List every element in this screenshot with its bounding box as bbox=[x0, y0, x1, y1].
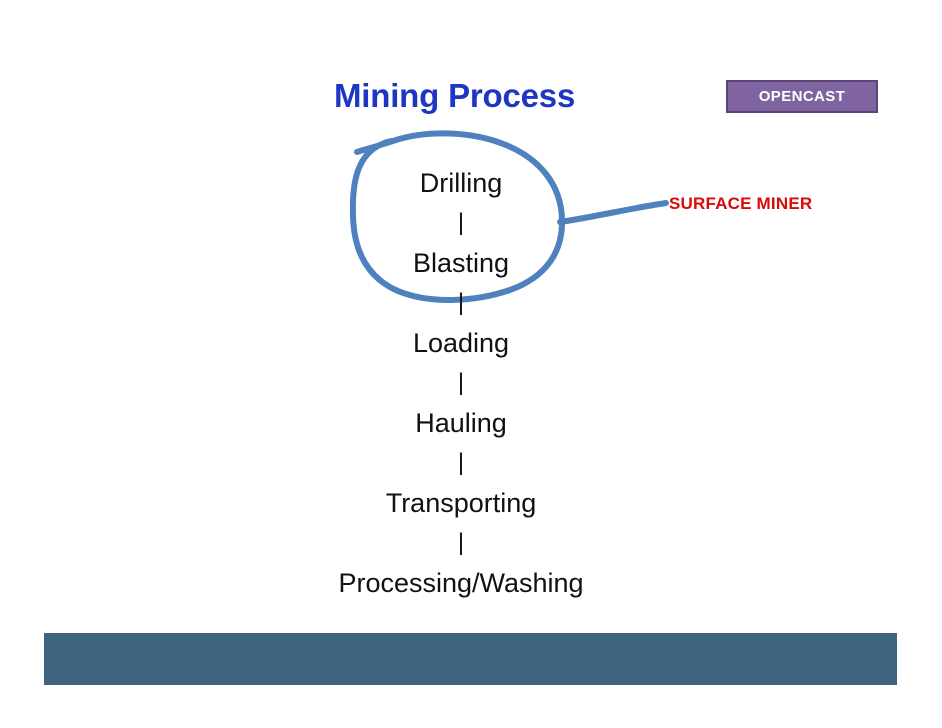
flow-connector: | bbox=[457, 529, 465, 556]
flow-step-blasting: Blasting bbox=[412, 248, 510, 278]
page-title: Mining Process bbox=[334, 77, 576, 114]
surface-miner-callout-label: SURFACE MINER bbox=[669, 194, 813, 213]
flow-connector: | bbox=[457, 449, 465, 476]
flow-step-transporting: Transporting bbox=[385, 488, 537, 518]
flow-connector: | bbox=[457, 289, 465, 316]
flow-step-loading: Loading bbox=[412, 328, 510, 358]
flow-connector: | bbox=[457, 369, 465, 396]
flow-step-drilling: Drilling bbox=[419, 168, 503, 198]
footer-bar bbox=[44, 633, 897, 685]
flow-step-hauling: Hauling bbox=[415, 408, 507, 438]
process-flow-list: Drilling | Blasting | Loading | Hauling … bbox=[161, 163, 761, 603]
opencast-badge-label: OPENCAST bbox=[758, 88, 846, 105]
opencast-badge: OPENCAST bbox=[726, 80, 878, 113]
flow-connector: | bbox=[457, 209, 465, 236]
flow-step-processing-washing: Processing/Washing bbox=[338, 568, 584, 598]
